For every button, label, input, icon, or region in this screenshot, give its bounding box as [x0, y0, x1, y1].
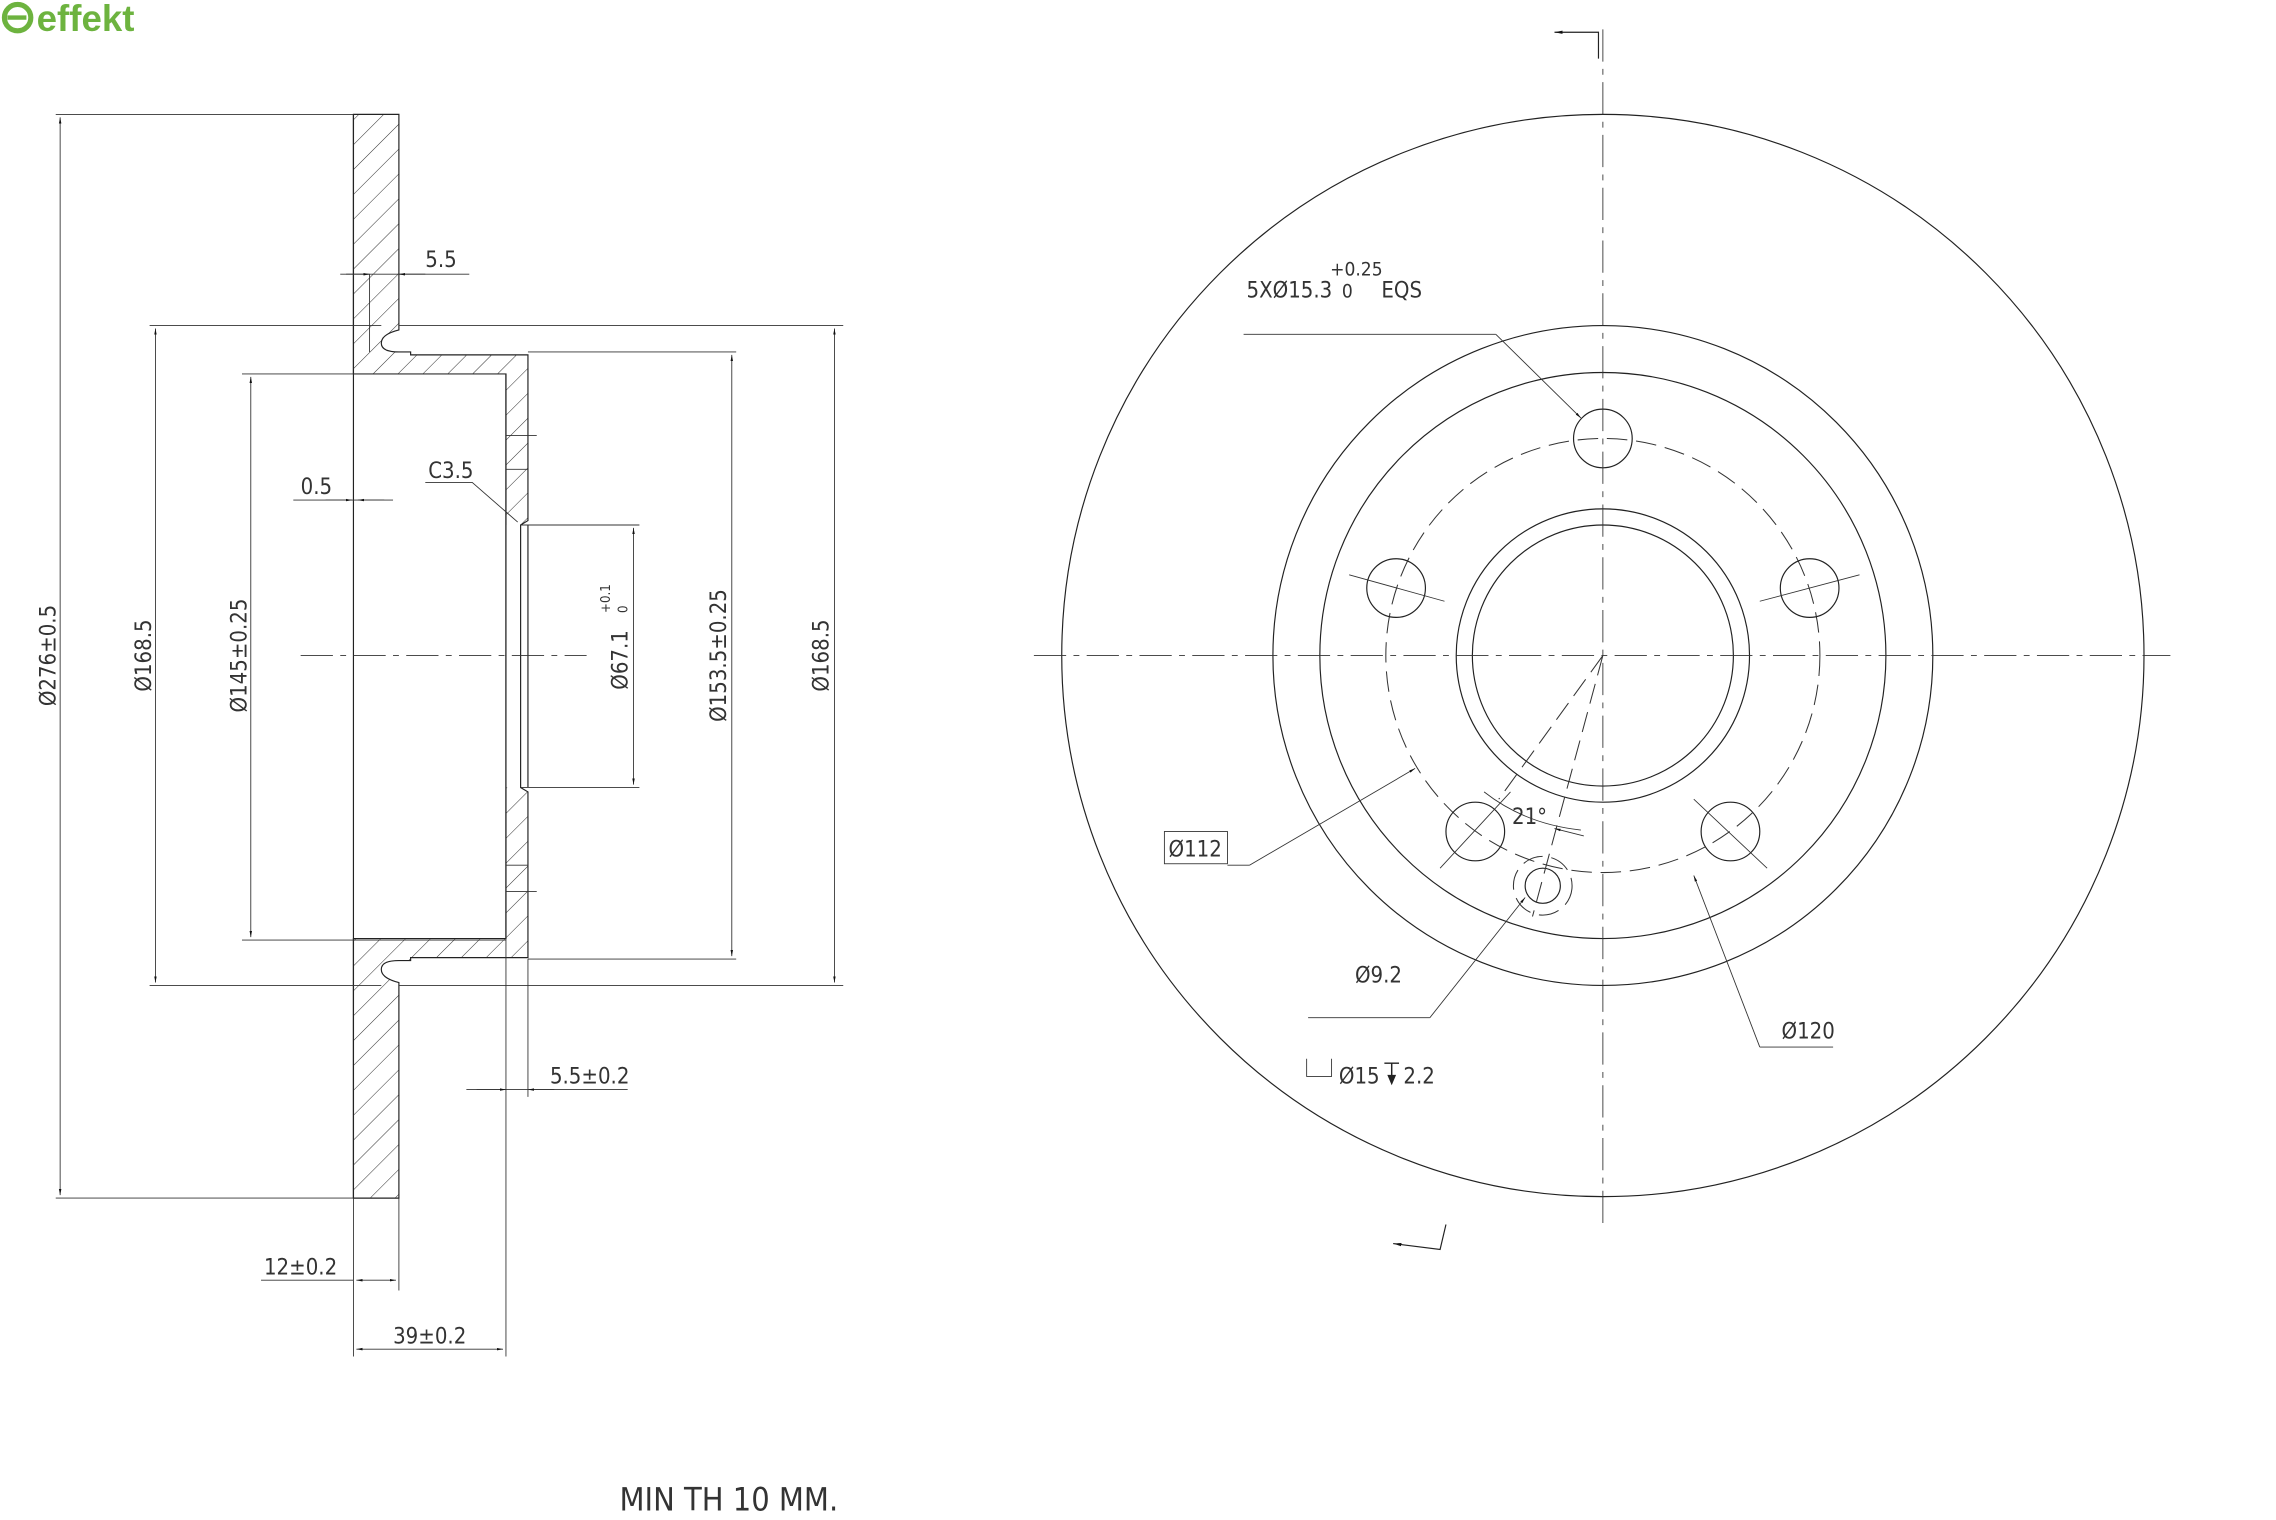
- logo-text: effekt: [37, 0, 135, 39]
- label-bolt-holes: 5XØ15.3: [1247, 279, 1333, 304]
- dim-dia-67: Ø67.1: [609, 630, 634, 690]
- section-view: Ø276±0.5 Ø168.5 Ø145±0.25 Ø67.1 +0.1 0 Ø…: [37, 113, 844, 1518]
- label-bolt-tol-lower: 0: [1342, 281, 1353, 303]
- dim-outer-diameter: Ø276±0.5: [37, 605, 62, 706]
- dim-dia-67-tol-lower: 0: [617, 605, 632, 613]
- bolt-holes: [1349, 408, 1860, 869]
- label-pcd-112: Ø112: [1169, 837, 1222, 862]
- label-pcd-120: Ø120: [1782, 1019, 1835, 1044]
- counterbore-icon: [1306, 1058, 1333, 1077]
- dim-dia-168-left: Ø168.5: [132, 619, 157, 691]
- dim-height: 39±0.2: [393, 1324, 466, 1349]
- dim-groove: 5.5: [425, 248, 456, 273]
- dim-thickness: 12±0.2: [264, 1255, 337, 1280]
- dim-hat-wall: 5.5±0.2: [550, 1065, 629, 1090]
- dim-dia-168-right: Ø168.5: [810, 619, 835, 691]
- label-counterbore-depth: 2.2: [1403, 1065, 1434, 1090]
- section-bottom: [352, 654, 529, 1199]
- min-thickness-note: MIN TH 10 MM.: [620, 1480, 839, 1518]
- small-hole: [1512, 855, 1573, 916]
- label-bolt-tol-upper: +0.25: [1330, 259, 1383, 281]
- effekt-logo: effekt: [1, 0, 135, 39]
- pcd-112-box: [1163, 831, 1228, 865]
- pcd-112-circle: [1385, 437, 1821, 874]
- dim-dia-67-tol-upper: +0.1: [599, 584, 614, 613]
- label-counterbore: Ø15: [1339, 1065, 1380, 1090]
- dim-dia-145: Ø145±0.25: [227, 599, 252, 713]
- dim-dia-153: Ø153.5±0.25: [707, 589, 732, 722]
- label-small-hole: Ø9.2: [1355, 964, 1402, 989]
- section-top: [352, 113, 529, 657]
- dim-chamfer: C3.5: [428, 459, 473, 484]
- front-view: 5XØ15.3 +0.25 0 EQS Ø112 Ø9.2 Ø120 Ø15 2…: [1033, 29, 2171, 1251]
- dim-offset: 0.5: [301, 475, 332, 500]
- label-bolt-eqs: EQS: [1381, 279, 1422, 304]
